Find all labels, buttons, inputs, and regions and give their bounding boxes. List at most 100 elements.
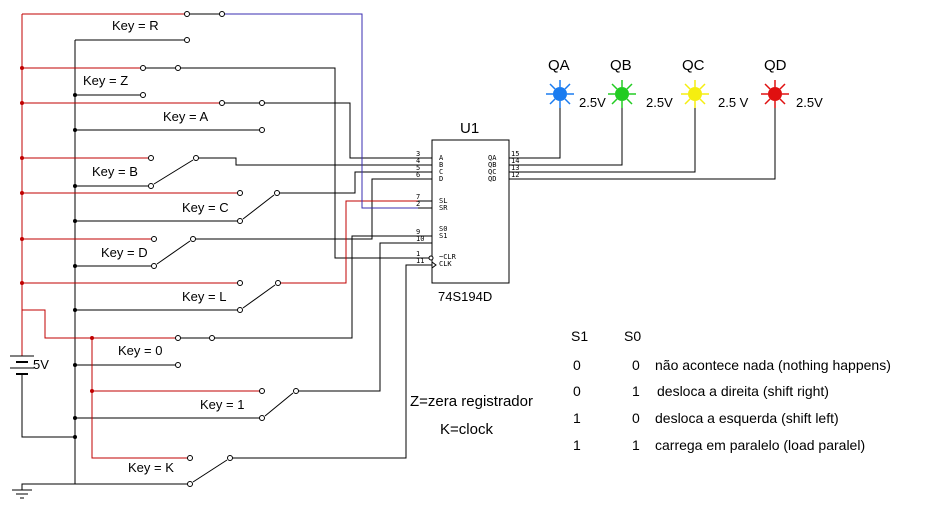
battery bbox=[10, 342, 34, 385]
pin-name-s1: S1 bbox=[439, 232, 447, 240]
switch-label-1: Key = 1 bbox=[200, 397, 244, 412]
wire-0-s0 bbox=[212, 235, 418, 339]
switch-label-z: Key = Z bbox=[83, 73, 128, 88]
led-qc-bulb bbox=[688, 87, 702, 101]
table-row-4-s1: 1 bbox=[573, 437, 581, 453]
led-qa-label: QA bbox=[548, 57, 570, 74]
pin-name-a: A bbox=[439, 154, 444, 162]
led-qb-bulb bbox=[615, 87, 629, 101]
chip-ref: U1 bbox=[460, 120, 479, 137]
table-row-2-s0: 1 bbox=[632, 383, 640, 399]
switch-label-a: Key = A bbox=[163, 109, 208, 124]
led-qa-bulb bbox=[553, 87, 567, 101]
table-row-1-s1: 0 bbox=[573, 357, 581, 373]
wire-qd bbox=[509, 104, 776, 180]
pin-name-clk: CLK bbox=[439, 260, 452, 268]
led-qd-voltage: 2.5V bbox=[796, 95, 823, 110]
junctions bbox=[20, 66, 94, 439]
leds: QA 2.5V QB 2.5V QC 2.5 V bbox=[546, 57, 823, 110]
wire-0-power bbox=[22, 309, 178, 339]
wire-z-clr bbox=[178, 67, 418, 259]
switch-r[interactable] bbox=[184, 11, 225, 43]
wire-l-sl bbox=[278, 200, 418, 284]
pin-num-qd: 12 bbox=[511, 171, 519, 179]
pin-num-clk: 11 bbox=[416, 257, 424, 265]
switch-d[interactable] bbox=[151, 236, 196, 269]
wires bbox=[21, 13, 776, 490]
switch-0[interactable] bbox=[175, 335, 215, 368]
wire-d-in bbox=[193, 178, 418, 240]
led-qd: QD 2.5V bbox=[761, 57, 823, 110]
switch-l[interactable] bbox=[237, 280, 281, 313]
led-qc-label: QC bbox=[682, 57, 705, 74]
pin-num-s1: 10 bbox=[416, 235, 424, 243]
pin-name-qa: QA bbox=[488, 154, 497, 162]
wire-b-in bbox=[196, 157, 418, 166]
led-qb-voltage: 2.5V bbox=[646, 95, 673, 110]
pin-num-qc: 13 bbox=[511, 164, 519, 172]
pin-name-s0: S0 bbox=[439, 225, 447, 233]
table-row-2-desc: desloca a direita (shift right) bbox=[657, 383, 829, 399]
switch-z[interactable] bbox=[140, 65, 181, 98]
pin-num-b: 4 bbox=[416, 157, 420, 165]
switch-a[interactable] bbox=[219, 100, 265, 133]
wire-k-clk bbox=[230, 264, 418, 459]
pin-name-qb: QB bbox=[488, 161, 496, 169]
led-qc-voltage: 2.5 V bbox=[718, 95, 749, 110]
ground-bus-wire bbox=[21, 40, 76, 490]
table-row-3-s1: 1 bbox=[573, 410, 581, 426]
pin-num-qa: 15 bbox=[511, 150, 519, 158]
pin-num-a: 3 bbox=[416, 150, 420, 158]
switch-label-0: Key = 0 bbox=[118, 343, 162, 358]
table-row-1-s0: 0 bbox=[632, 357, 640, 373]
battery-label: 5V bbox=[33, 357, 49, 372]
led-qc: QC 2.5 V bbox=[681, 57, 749, 110]
switch-1[interactable] bbox=[259, 388, 299, 421]
pin-num-d: 6 bbox=[416, 171, 420, 179]
mode-table: S1 S0 0 0 não acontece nada (nothing hap… bbox=[571, 328, 891, 453]
switch-c[interactable] bbox=[237, 190, 280, 224]
led-qd-bulb bbox=[768, 87, 782, 101]
led-qb-label: QB bbox=[610, 57, 632, 74]
switch-k[interactable] bbox=[187, 455, 233, 487]
chip-u1: U1 74S194D 3 4 5 6 7 2 9 10 1 11 A bbox=[416, 120, 519, 304]
led-qa: QA 2.5V bbox=[546, 57, 606, 110]
wire-qa bbox=[509, 104, 561, 159]
pin-name-qd: QD bbox=[488, 175, 496, 183]
table-header-s0: S0 bbox=[624, 328, 641, 344]
pin-num-clr: 1 bbox=[416, 250, 420, 258]
led-qb: QB 2.5V bbox=[608, 57, 673, 110]
ground-icon bbox=[12, 489, 32, 499]
table-row-4-desc: carrega em paralelo (load paralel) bbox=[655, 437, 865, 453]
switch-label-k: Key = K bbox=[128, 460, 174, 475]
pin-num-sr: 2 bbox=[416, 200, 420, 208]
wire-k-power bbox=[91, 391, 190, 459]
wire-c-in bbox=[277, 171, 418, 194]
note-z: Z=zera registrador bbox=[410, 393, 533, 410]
battery-ground-wire bbox=[21, 385, 75, 438]
pin-name-clr: ~CLR bbox=[439, 253, 457, 261]
switch-label-d: Key = D bbox=[101, 245, 148, 260]
table-row-3-s0: 0 bbox=[632, 410, 640, 426]
switch-label-r: Key = R bbox=[112, 18, 159, 33]
table-row-1-desc: não acontece nada (nothing happens) bbox=[655, 357, 891, 373]
switch-labels: Key = R Key = Z Key = A Key = B Key = C … bbox=[83, 18, 244, 475]
note-k: K=clock bbox=[440, 421, 493, 438]
led-qd-label: QD bbox=[764, 57, 787, 74]
switch-label-b: Key = B bbox=[92, 164, 138, 179]
pin-name-d: D bbox=[439, 175, 443, 183]
table-row-2-s1: 0 bbox=[573, 383, 581, 399]
pin-num-qb: 14 bbox=[511, 157, 519, 165]
clk-wedge bbox=[431, 261, 437, 269]
clr-bubble bbox=[428, 255, 434, 261]
switch-label-c: Key = C bbox=[182, 200, 229, 215]
pin-num-s0: 9 bbox=[416, 228, 420, 236]
wire-qc bbox=[509, 104, 696, 173]
pin-name-b: B bbox=[439, 161, 443, 169]
switch-label-l: Key = L bbox=[182, 289, 226, 304]
table-row-3-desc: desloca a esquerda (shift left) bbox=[655, 410, 839, 426]
switch-b[interactable] bbox=[148, 155, 199, 189]
pin-num-c: 5 bbox=[416, 164, 420, 172]
